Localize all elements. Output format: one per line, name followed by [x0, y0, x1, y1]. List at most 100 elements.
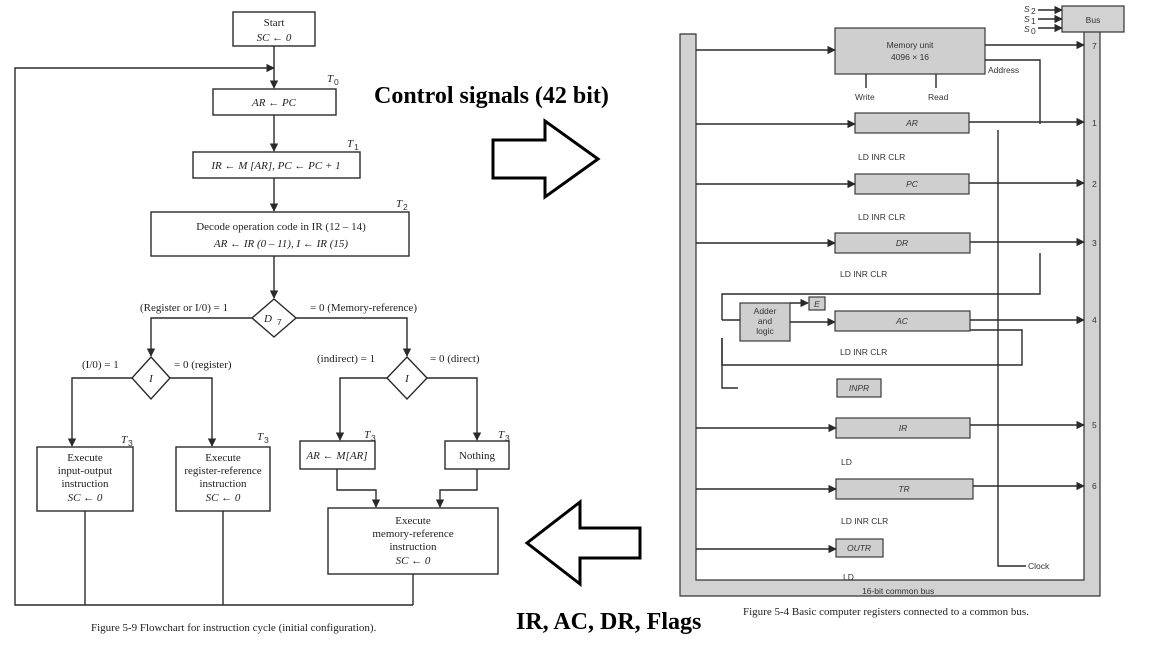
- execute-reg-line2: register-reference: [184, 465, 261, 477]
- execute-mem-line1: Execute: [395, 515, 431, 527]
- common-bus-label: 16-bit common bus: [862, 586, 934, 596]
- register-ar: AR 1 LD INR CLR: [696, 112, 1097, 162]
- i-right-one-label: (indirect) = 1: [317, 353, 375, 365]
- write-label: Write: [855, 92, 875, 102]
- register-dr: DR 3 LD INR CLR: [696, 232, 1097, 279]
- ar-controls: LD INR CLR: [858, 152, 905, 162]
- e-label: E: [814, 299, 820, 309]
- t3-label-direct: T: [498, 429, 505, 441]
- adder-line3: logic: [756, 326, 774, 336]
- fetch-ir-label: IR ← M [AR], PC ← PC + 1: [210, 160, 340, 172]
- instruction-cycle-flowchart: Start SC ← 0 T 0 AR ← PC T 1 IR ← M [AR]…: [14, 11, 510, 634]
- t0-label: T: [327, 73, 334, 85]
- dr-bus-code: 3: [1092, 238, 1097, 248]
- memory-size-label: 4096 × 16: [891, 52, 929, 62]
- execute-io-box: [36, 446, 134, 512]
- t3-subscript-direct: 3: [505, 433, 510, 443]
- adder-logic-unit: [739, 302, 791, 342]
- d7-right-label: = 0 (Memory-reference): [310, 302, 417, 314]
- t1-subscript: 1: [354, 142, 359, 152]
- tr-controls: LD INR CLR: [841, 516, 888, 526]
- execute-mem-line4: SC ← 0: [396, 555, 431, 567]
- fetch-ar-label: AR ← PC: [251, 97, 297, 109]
- start-label: Start: [264, 17, 285, 29]
- execute-memref-box: [327, 507, 499, 575]
- execute-io-line3: instruction: [61, 478, 109, 490]
- ir-controls: LD: [841, 457, 852, 467]
- pc-bus-code: 2: [1092, 179, 1097, 189]
- register-ir: IR 5 LD: [696, 417, 1097, 467]
- flowchart-caption: Figure 5-9 Flowchart for instruction cyc…: [91, 622, 377, 634]
- tr-label: TR: [898, 484, 909, 494]
- bus-label: Bus: [1086, 15, 1101, 25]
- execute-reg-line3: instruction: [199, 478, 247, 490]
- t3-subscript-io: 3: [128, 438, 133, 448]
- ar-bus-code: 1: [1092, 118, 1097, 128]
- common-bus-diagram: Bus S 2 S 1 S 0 Memory unit 4096 × 16 7 …: [679, 4, 1125, 618]
- t3-label-io: T: [121, 434, 128, 446]
- nothing-label: Nothing: [459, 450, 496, 462]
- dr-label: DR: [896, 238, 908, 248]
- dr-controls: LD INR CLR: [840, 269, 887, 279]
- read-label: Read: [928, 92, 949, 102]
- s2-subscript: 2: [1031, 6, 1036, 16]
- t2-label: T: [396, 198, 403, 210]
- ir-bus-code: 5: [1092, 420, 1097, 430]
- bus-header: [1061, 5, 1125, 33]
- s1-subscript: 1: [1031, 16, 1036, 26]
- register-inpr: INPR: [836, 378, 882, 398]
- ar-label: AR: [905, 118, 918, 128]
- decode-line1: Decode operation code in IR (12 – 14): [196, 221, 366, 233]
- t3-subscript-ind: 3: [371, 433, 376, 443]
- t2-subscript: 2: [403, 202, 408, 212]
- left-arrow-icon: [524, 498, 642, 588]
- execute-io-line1: Execute: [67, 452, 103, 464]
- t3-label-reg: T: [257, 431, 264, 443]
- right-arrow-icon: [491, 118, 601, 200]
- memory-unit: [834, 27, 986, 75]
- ac-label: AC: [895, 316, 909, 326]
- d7-label: D: [263, 313, 272, 325]
- ac-controls: LD INR CLR: [840, 347, 887, 357]
- s0-label: S: [1024, 24, 1030, 34]
- execute-reg-line1: Execute: [205, 452, 241, 464]
- d7-subscript: 7: [277, 317, 282, 327]
- t3-label-ind: T: [364, 429, 371, 441]
- indirect-label: AR ← M[AR]: [305, 450, 367, 462]
- i-decision-left: [131, 355, 171, 401]
- control-signals-label: Control signals (42 bit): [374, 83, 609, 109]
- d7-left-label: (Register or I/0) = 1: [140, 302, 228, 314]
- e-flipflop: [808, 296, 826, 311]
- outr-controls: LD: [843, 572, 854, 582]
- flags-label: IR, AC, DR, Flags: [516, 609, 701, 635]
- register-tr: TR 6 LD INR CLR: [696, 478, 1097, 526]
- annotations: Control signals (42 bit) IR, AC, DR, Fla…: [374, 83, 701, 635]
- execute-register-box: [175, 446, 271, 512]
- execute-mem-line3: instruction: [389, 541, 437, 553]
- i-right-zero-label: = 0 (direct): [430, 353, 480, 365]
- execute-io-line2: input-output: [58, 465, 112, 477]
- s0-subscript: 0: [1031, 26, 1036, 36]
- execute-mem-line2: memory-reference: [372, 528, 453, 540]
- s2-label: S: [1024, 4, 1030, 14]
- i-left-one-label: (I/0) = 1: [82, 359, 119, 371]
- adder-line2: and: [758, 316, 772, 326]
- i-right-label: I: [404, 373, 410, 385]
- t1-label: T: [347, 138, 354, 150]
- memory-bus-code: 7: [1092, 41, 1097, 51]
- fetch-ir-box: [192, 151, 361, 179]
- t0-subscript: 0: [334, 77, 339, 87]
- pc-controls: LD INR CLR: [858, 212, 905, 222]
- pc-label: PC: [906, 179, 919, 189]
- register-ac: AC 4 LD INR CLR: [834, 310, 1097, 357]
- clock-label: Clock: [1028, 561, 1050, 571]
- i-left-label: I: [148, 373, 154, 385]
- bus-diagram-caption: Figure 5-4 Basic computer registers conn…: [743, 606, 1029, 618]
- ac-bus-code: 4: [1092, 315, 1097, 325]
- t3-subscript-reg: 3: [264, 435, 269, 445]
- register-pc: PC 2 LD INR CLR: [696, 173, 1097, 222]
- adder-line1: Adder: [754, 306, 777, 316]
- i-left-zero-label: = 0 (register): [174, 359, 232, 371]
- start-box: [232, 11, 316, 47]
